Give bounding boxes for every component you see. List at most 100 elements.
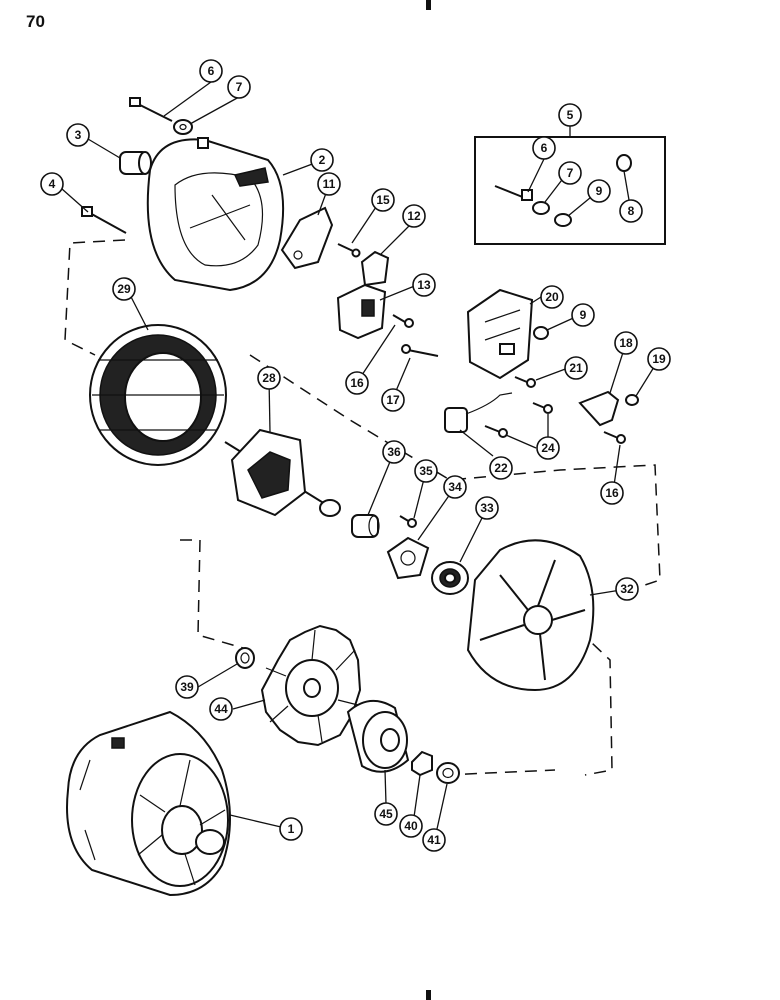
svg-text:7: 7 [567,166,574,180]
svg-text:2: 2 [319,153,326,167]
callout-9-kit: 9 [587,179,611,203]
svg-text:22: 22 [494,461,508,475]
kit-box [474,136,666,245]
callout-3: 3 [66,123,90,147]
callout-11: 11 [317,172,341,196]
part-end-housing-2 [146,137,285,292]
svg-text:19: 19 [652,352,666,366]
part-through-bolt-4 [81,206,127,234]
callout-34: 34 [443,475,467,499]
part-terminal-12 [360,250,390,287]
callout-1: 1 [279,817,303,841]
callout-32: 32 [615,577,639,601]
callout-15: 15 [371,188,395,212]
part-spacer-39 [235,647,255,669]
part-nut-41 [436,762,460,784]
svg-text:24: 24 [541,441,555,455]
callout-6-top: 6 [199,59,223,83]
callout-19: 19 [647,347,671,371]
svg-text:45: 45 [379,807,393,821]
kit-nut-9 [554,213,572,227]
callout-7-kit: 7 [558,161,582,185]
part-screw-16-upper [392,314,414,328]
kit-bolt-6 [494,185,533,201]
kit-cap-8 [616,154,632,172]
callout-44: 44 [209,697,233,721]
svg-text:35: 35 [419,464,433,478]
svg-text:16: 16 [350,376,364,390]
callout-7-top: 7 [227,75,251,99]
part-retainer-34 [386,536,430,580]
svg-text:36: 36 [387,445,401,459]
part-drive-end-housing-32 [466,539,595,692]
svg-text:11: 11 [323,177,336,191]
callout-5: 5 [558,103,582,127]
svg-text:9: 9 [580,308,587,322]
callout-45: 45 [374,802,398,826]
svg-text:41: 41 [427,833,441,847]
callout-39: 39 [175,675,199,699]
svg-text:18: 18 [619,336,633,350]
part-screw-15 [337,243,361,258]
svg-text:13: 13 [417,278,431,292]
callout-21: 21 [564,356,588,380]
callout-8: 8 [619,199,643,223]
part-bolt-6 [129,97,173,122]
callout-29: 29 [112,277,136,301]
svg-text:21: 21 [569,361,583,375]
callout-4: 4 [40,172,64,196]
svg-text:6: 6 [208,64,215,78]
callout-41: 41 [422,828,446,852]
svg-text:17: 17 [386,393,400,407]
part-bearing-33 [431,561,469,595]
part-washer-40 [411,750,433,777]
part-rotor-28 [224,428,341,517]
bottom-registration-mark [426,990,431,1000]
svg-text:20: 20 [545,290,559,304]
svg-text:7: 7 [236,80,243,94]
part-bearing-36 [351,514,380,538]
part-brush-holder-13 [336,283,387,340]
part-screw-21 [514,376,536,388]
kit-nut-7 [532,201,550,215]
callout-13: 13 [412,273,436,297]
svg-text:28: 28 [262,371,276,385]
svg-text:4: 4 [49,177,56,191]
svg-text:8: 8 [628,204,635,218]
svg-text:5: 5 [567,108,574,122]
svg-text:1: 1 [288,822,295,836]
callout-2: 2 [310,148,334,172]
callout-40: 40 [399,814,423,838]
svg-text:39: 39 [180,680,194,694]
callout-33: 33 [475,496,499,520]
callout-16-lower: 16 [600,481,624,505]
svg-text:3: 3 [75,128,82,142]
svg-text:32: 32 [620,582,634,596]
part-rectifier-20 [466,288,534,380]
callout-24: 24 [536,436,560,460]
top-registration-mark [426,0,431,10]
callout-28: 28 [257,366,281,390]
svg-text:44: 44 [214,702,228,716]
part-nut-9 [533,326,549,340]
svg-text:33: 33 [480,501,494,515]
svg-text:40: 40 [404,819,418,833]
part-nut-19 [625,394,639,406]
part-bracket-11 [280,206,334,270]
svg-text:34: 34 [448,480,462,494]
svg-text:29: 29 [117,282,131,296]
svg-text:6: 6 [541,141,548,155]
callout-12: 12 [402,204,426,228]
part-fan-44 [260,624,362,747]
callout-16-upper: 16 [345,371,369,395]
page-number: 70 [26,12,45,31]
part-screw-16-lower [603,431,626,444]
part-stator-29 [89,324,227,466]
part-nut-7 [173,119,193,135]
part-capacitor-22 [444,392,513,433]
callout-17: 17 [381,388,405,412]
callout-20: 20 [540,285,564,309]
part-bushing-3 [119,151,152,175]
part-terminal-18 [578,390,620,427]
part-screw-17 [401,344,439,357]
